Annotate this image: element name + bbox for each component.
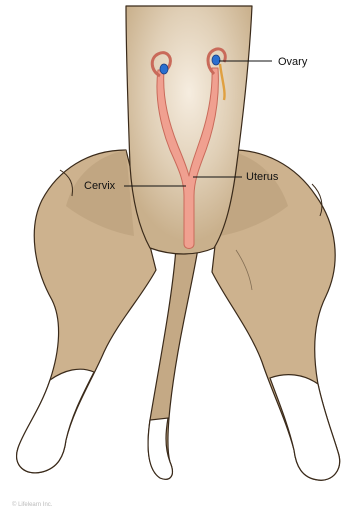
uterus-label: Uterus [246, 171, 279, 183]
ovary-label: Ovary [278, 56, 308, 68]
copyright-credit: © Lifelearn Inc. [12, 501, 53, 508]
left-hind-paw [17, 369, 94, 473]
dog-hindquarters-illustration [17, 6, 340, 480]
cervix-label: Cervix [84, 180, 116, 192]
right-ovary [212, 55, 220, 65]
left-ovary [160, 64, 168, 74]
right-hind-paw [270, 375, 340, 481]
